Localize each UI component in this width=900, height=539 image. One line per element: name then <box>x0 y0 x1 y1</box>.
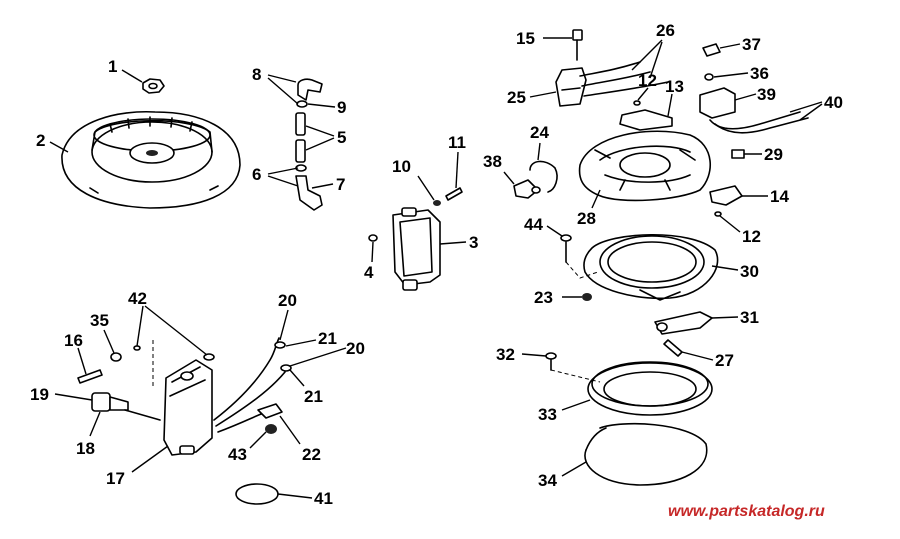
callout-37: 37 <box>742 35 761 54</box>
callout-35: 35 <box>90 311 109 330</box>
part-plug-boot-lower <box>295 164 323 211</box>
callout-21b: 21 <box>304 387 323 406</box>
part-plug-boot-upper <box>295 78 323 163</box>
callout-34: 34 <box>538 471 557 490</box>
alignment-lines <box>550 261 601 383</box>
callout-36: 36 <box>750 64 769 83</box>
callout-24: 24 <box>530 123 549 142</box>
part-switch <box>513 179 541 199</box>
callout-3: 3 <box>469 233 478 252</box>
callout-labels: 1 2 8 9 5 6 7 10 11 3 4 15 26 12 13 25 2… <box>30 21 843 508</box>
part-connector-19 <box>91 392 129 412</box>
callout-31: 31 <box>740 308 759 327</box>
callout-12a: 12 <box>638 71 657 90</box>
part-screw-16 <box>77 369 103 384</box>
part-retainer-plate <box>583 233 719 301</box>
callout-26: 26 <box>656 21 675 40</box>
part-power-pack <box>163 359 213 456</box>
callout-38: 38 <box>483 152 502 171</box>
part-coil-screw <box>433 187 463 206</box>
callout-10: 10 <box>392 157 411 176</box>
part-retaining-clip <box>529 160 558 193</box>
callout-18: 18 <box>76 439 95 458</box>
callout-44: 44 <box>524 215 543 234</box>
watermark: www.partskatalog.ru <box>668 503 825 520</box>
callout-2: 2 <box>36 131 45 150</box>
part-sensor-upper <box>555 29 669 107</box>
callout-13: 13 <box>665 77 684 96</box>
callout-14: 14 <box>770 187 789 206</box>
callout-27: 27 <box>715 351 734 370</box>
part-sensor-right <box>699 43 809 134</box>
part-screw-29 <box>731 149 745 159</box>
callout-19: 19 <box>30 385 49 404</box>
callout-32: 32 <box>496 345 515 364</box>
callout-21a: 21 <box>318 329 337 348</box>
callout-25: 25 <box>507 88 526 107</box>
callout-4: 4 <box>364 263 374 282</box>
callout-15: 15 <box>516 29 535 48</box>
callout-22: 22 <box>302 445 321 464</box>
callout-30: 30 <box>740 262 759 281</box>
callout-11: 11 <box>448 133 466 152</box>
callout-41: 41 <box>314 489 333 508</box>
part-ignition-coil <box>368 207 441 291</box>
part-terminal-22 <box>257 403 283 419</box>
callout-8: 8 <box>252 65 261 84</box>
callout-40: 40 <box>824 93 843 112</box>
callout-7: 7 <box>336 175 345 194</box>
part-washer-35 <box>110 352 122 362</box>
callout-6: 6 <box>252 165 261 184</box>
callout-42: 42 <box>128 289 147 308</box>
part-screw-32 <box>545 352 557 371</box>
callout-23: 23 <box>534 288 553 307</box>
callout-29: 29 <box>764 145 783 164</box>
callout-28: 28 <box>577 209 596 228</box>
callout-5: 5 <box>337 128 346 147</box>
callout-16: 16 <box>64 331 83 350</box>
part-clamp-41 <box>235 483 279 505</box>
callout-33: 33 <box>538 405 557 424</box>
callout-43: 43 <box>228 445 247 464</box>
part-flywheel <box>61 110 241 209</box>
part-nut <box>142 78 165 94</box>
callout-20a: 20 <box>278 291 297 310</box>
callout-17: 17 <box>106 469 125 488</box>
callout-9: 9 <box>337 98 346 117</box>
callout-1: 1 <box>108 57 117 76</box>
callout-12b: 12 <box>742 227 761 246</box>
part-screw-44 <box>560 234 572 263</box>
part-link-31 <box>654 311 713 335</box>
part-armature-plate <box>578 100 712 202</box>
part-nut-43 <box>265 424 277 434</box>
part-bracket-14 <box>709 185 743 217</box>
callout-39: 39 <box>757 85 776 104</box>
part-nut-23 <box>582 293 592 301</box>
part-screw-27 <box>663 339 683 357</box>
callout-20b: 20 <box>346 339 365 358</box>
part-retaining-ring <box>584 422 708 486</box>
part-bearing-ring <box>587 361 713 416</box>
leader-lines <box>49 37 823 499</box>
